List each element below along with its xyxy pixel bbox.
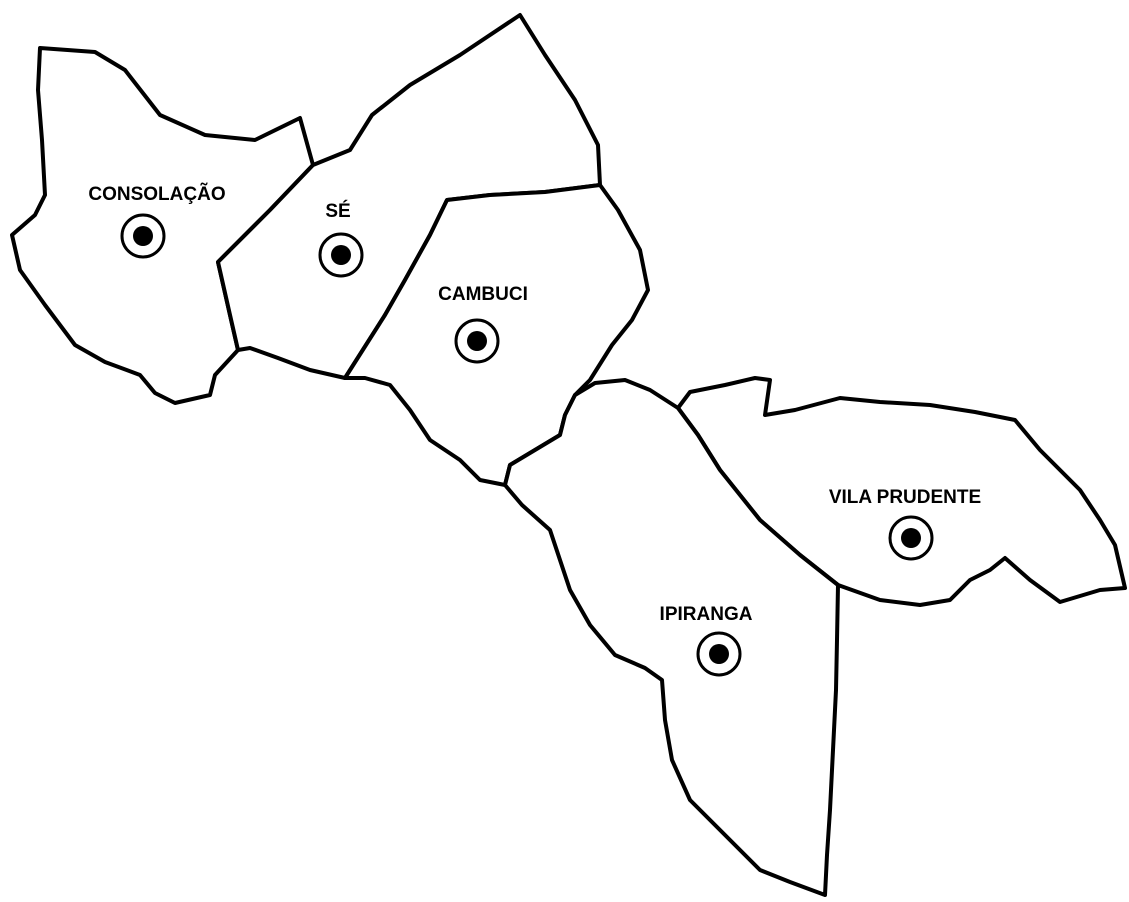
marker-se xyxy=(318,232,364,278)
marker-ipiranga xyxy=(696,631,742,677)
label-cambuci: CAMBUCI xyxy=(438,284,528,305)
district-ipiranga-shape xyxy=(503,378,840,897)
marker-vila-prudente xyxy=(888,515,934,561)
marker-consolacao xyxy=(120,213,166,259)
label-consolacao: CONSOLAÇÃO xyxy=(88,183,225,205)
label-vila-prudente: VILA PRUDENTE xyxy=(829,487,981,508)
label-se: SÉ xyxy=(325,200,350,222)
label-ipiranga: IPIRANGA xyxy=(660,604,753,625)
district-vila-prudente-shape xyxy=(676,376,1127,607)
marker-cambuci xyxy=(454,318,500,364)
